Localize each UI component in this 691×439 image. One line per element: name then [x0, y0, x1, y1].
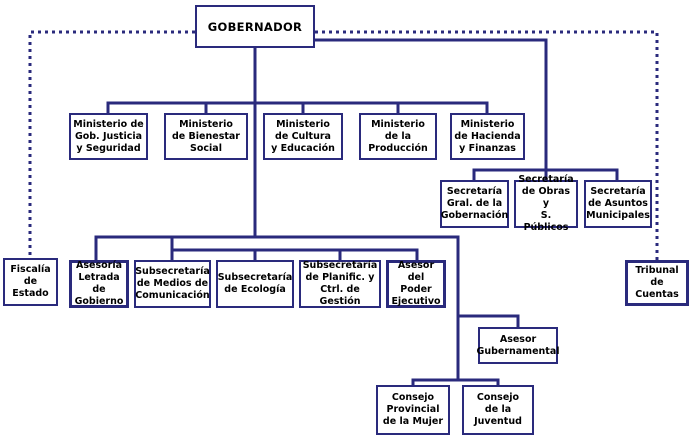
node-consejo-mujer: Consejo Provincial de la Mujer [376, 385, 450, 435]
node-tribunal-cuentas: Tribunal de Cuentas [625, 260, 689, 306]
dotted-fiscalia-link [28, 30, 195, 258]
node-subsecretaria-medios: Subsecretaría de Medios de Comunicación [134, 260, 211, 308]
node-secretaria-municipales: Secretaría de Asuntos Municipales [584, 180, 652, 228]
node-secretaria-obras: Secretaría de Obras y S. Públicos [514, 174, 578, 233]
node-consejo-juventud: Consejo de la Juventud [462, 385, 534, 435]
node-subsecretaria-planificacion: Subsecretaría de Planific. y Ctrl. de Ge… [299, 260, 381, 308]
node-secretaria-general: Secretaría Gral. de la Gobernación [440, 180, 509, 228]
node-asesoria-letrada: Asesoría Letrada de Gobierno [69, 260, 129, 308]
node-asesor-poder-ejecutivo: Asesor del Poder Ejecutivo [386, 260, 446, 308]
dotted-tribunal-link [315, 30, 659, 260]
node-ministerio-cultura: Ministerio de Cultura y Educación [263, 113, 343, 160]
node-gobernador: GOBERNADOR [195, 5, 315, 48]
node-ministerio-hacienda: Ministerio de Hacienda y Finanzas [450, 113, 525, 160]
node-ministerio-produccion: Ministerio de la Producción [359, 113, 437, 160]
node-ministerio-bienestar: Ministerio de Bienestar Social [164, 113, 248, 160]
node-ministerio-gobierno: Ministerio de Gob. Justicia y Seguridad [69, 113, 148, 160]
secretaries-branch [313, 38, 548, 172]
node-fiscalia: Fiscalía de Estado [3, 258, 58, 306]
node-asesor-gubernamental: Asesor Gubernamental [477, 327, 560, 364]
node-subsecretaria-ecologia: Subsecretaría de Ecología [216, 260, 294, 308]
